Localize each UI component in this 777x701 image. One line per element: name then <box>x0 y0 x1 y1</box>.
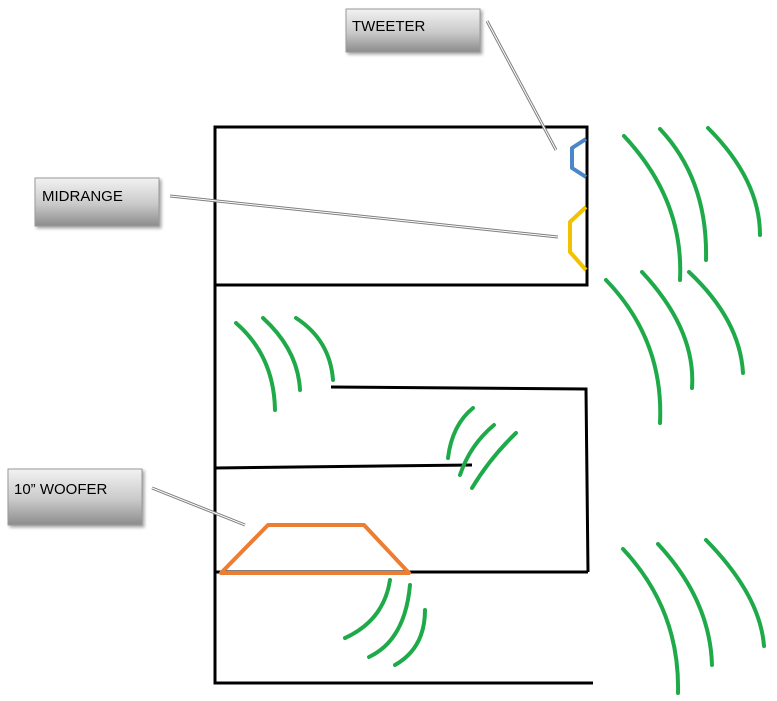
tweeter-callout: TWEETER <box>345 8 481 53</box>
sound-wave-arc <box>458 423 496 477</box>
sound-wave-arc <box>687 270 745 375</box>
sound-wave-arc <box>604 278 663 425</box>
leader-lines <box>151 20 559 527</box>
sound-wave-arc <box>343 578 392 640</box>
tweeter-label: TWEETER <box>352 18 425 35</box>
midrange-driver <box>568 205 588 272</box>
sound-wave-arc <box>234 321 277 412</box>
tweeter-leader <box>485 20 558 151</box>
midrange-callout-box <box>34 177 160 227</box>
sound-wave-arc <box>622 134 683 282</box>
tweeter-callout-box <box>345 8 481 53</box>
woofer-callout-box <box>7 468 143 526</box>
sound-wave-arc <box>656 542 714 667</box>
sound-wave-arc <box>704 538 766 648</box>
midrange-leader <box>169 194 559 239</box>
sound-wave-arc <box>294 316 335 382</box>
sound-wave-arc <box>640 270 695 390</box>
tweeter-driver <box>570 137 588 179</box>
tweeter-midrange-waves-upper <box>622 126 762 282</box>
cabinet <box>213 125 593 685</box>
cabinet-left-wall <box>213 285 593 685</box>
midrange-label: MIDRANGE <box>42 188 123 205</box>
woofer-driver <box>219 523 411 575</box>
port-upper-baffle <box>330 385 590 573</box>
midrange-callout: MIDRANGE <box>34 177 160 227</box>
port-mouth-waves <box>621 538 766 695</box>
midrange-tweeter-chamber <box>213 125 589 287</box>
woofer-label: 10” WOOFER <box>14 481 108 498</box>
sound-wave-arc <box>706 126 762 237</box>
sound-wave-arc <box>470 431 518 490</box>
woofer-chamber-top <box>214 463 473 470</box>
sound-wave-arc <box>446 406 475 460</box>
woofer-rear-waves <box>343 578 427 667</box>
sound-wave-arc <box>393 608 427 667</box>
port-exit-waves <box>234 316 335 412</box>
sound-waves <box>234 126 766 695</box>
tweeter-midrange-waves-lower <box>604 270 745 425</box>
sound-wave-arc <box>367 583 412 659</box>
internal-port-waves <box>446 406 518 490</box>
woofer-callout: 10” WOOFER <box>7 468 143 526</box>
sound-wave-arc <box>658 127 709 262</box>
woofer-leader <box>151 486 246 527</box>
sound-wave-arc <box>261 316 302 392</box>
sound-wave-arc <box>621 547 681 695</box>
